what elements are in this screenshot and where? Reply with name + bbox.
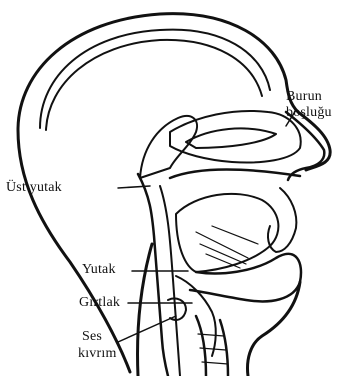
vocal-fold: [168, 298, 186, 319]
sinus-chamber: [140, 116, 197, 178]
skull-inner-outline-2: [46, 40, 262, 130]
leader-ses: [118, 316, 176, 342]
nasal-concha: [186, 128, 276, 148]
tongue: [176, 194, 278, 272]
upper-pharynx-wall: [138, 174, 168, 376]
tongue-muscle-lines: [196, 226, 258, 268]
label-vocal-fold-line1: Ses: [82, 330, 102, 344]
nasal-cavity: [170, 111, 301, 163]
label-nasal-cavity-line2: boşluğu: [286, 106, 332, 120]
label-vocal-fold-line2: kıvrım: [78, 347, 117, 361]
trachea: [196, 316, 228, 376]
label-pharynx: Yutak: [82, 263, 116, 277]
label-larynx: Gırtlak: [79, 296, 120, 310]
neck-front: [248, 282, 300, 376]
label-nasal-cavity-line1: Burun: [286, 90, 322, 104]
palate: [170, 170, 300, 179]
label-upper-pharynx: Üst yutak: [6, 181, 62, 195]
neck-back: [138, 244, 152, 376]
skull-inner-outline: [40, 30, 270, 128]
